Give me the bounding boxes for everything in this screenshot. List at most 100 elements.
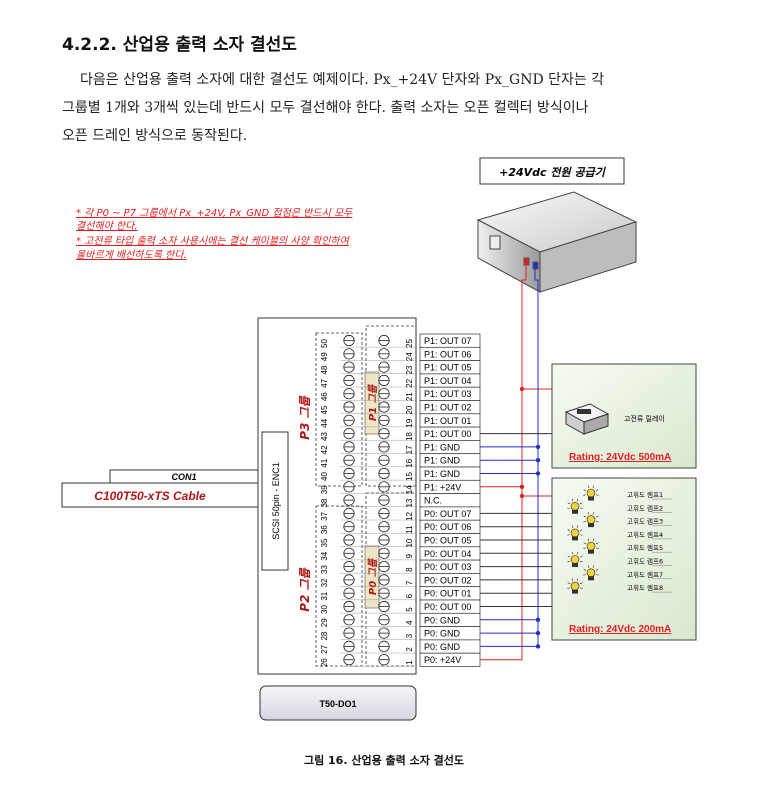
figure-caption: 그림 16. 산업용 출력 소자 결선도 bbox=[303, 754, 465, 767]
pin-number: 7 bbox=[405, 580, 414, 585]
pin-number: 15 bbox=[405, 472, 414, 481]
pin-number: 48 bbox=[320, 365, 329, 374]
signal-label: P1: GND bbox=[424, 469, 461, 479]
pin-number: 41 bbox=[320, 458, 329, 467]
wire-junction bbox=[519, 484, 525, 489]
note-line-3: * 고전류 타입 출력 소자 사용시에는 결선 케이블의 사양 확인하여 bbox=[76, 235, 351, 247]
pin-number: 33 bbox=[320, 565, 329, 574]
signal-label: P0: OUT 02 bbox=[424, 575, 471, 585]
p3-group-label: P3 그룹 bbox=[298, 395, 312, 439]
pin-number: 26 bbox=[320, 658, 329, 667]
note-line-2: 결선해야 한다. bbox=[76, 220, 138, 232]
signal-label: P1: OUT 02 bbox=[424, 403, 471, 413]
signal-label: N.C. bbox=[424, 496, 442, 506]
signal-label: P0: +24V bbox=[424, 655, 461, 665]
power-supply-label: +24Vdc 전원 공급기 bbox=[499, 166, 607, 179]
pin-number: 3 bbox=[405, 633, 414, 638]
relay-icon bbox=[564, 403, 610, 435]
pin-number: 21 bbox=[405, 392, 414, 401]
lamp-icon bbox=[583, 565, 599, 581]
pin-number: 34 bbox=[320, 551, 329, 560]
signal-label: P0: GND bbox=[424, 629, 461, 639]
signal-label: P0: OUT 03 bbox=[424, 562, 471, 572]
wire-junction bbox=[519, 386, 525, 392]
signal-label: P1: GND bbox=[424, 456, 461, 466]
scsi-label: SCSI 50pin - ENC1 bbox=[271, 462, 281, 540]
signal-label: P0: OUT 07 bbox=[424, 509, 471, 519]
pin-number: 49 bbox=[320, 352, 329, 361]
pin-number: 24 bbox=[405, 352, 414, 361]
wire-junction bbox=[535, 444, 541, 450]
intro-paragraph: 다음은 산업용 출력 소자에 대한 결선도 예제이다. Px_+24V 단자와 … bbox=[62, 66, 708, 150]
pin-number: 39 bbox=[320, 485, 329, 494]
pin-number: 28 bbox=[320, 631, 329, 640]
pin-number: 36 bbox=[320, 525, 329, 534]
scsi-connector bbox=[261, 431, 289, 571]
pin-number: 19 bbox=[405, 418, 414, 427]
paragraph-line-3: 오픈 드레인 방식으로 동작된다. bbox=[62, 128, 248, 144]
pin-number: 17 bbox=[405, 445, 414, 454]
signal-label: P1: +24V bbox=[424, 482, 461, 492]
lamp-label: 고휘도 램프7 bbox=[627, 570, 663, 579]
p2-group-label: P2 그룹 bbox=[298, 567, 312, 611]
lamp-label: 고휘도 램프2 bbox=[627, 503, 663, 512]
pin-number: 9 bbox=[405, 554, 414, 559]
note-line-1: * 각 P0 ~ P7 그룹에서 Px_+24V, Px_GND 접점은 반드시… bbox=[76, 207, 353, 219]
pin-number: 14 bbox=[405, 485, 414, 494]
signal-label: P1: GND bbox=[424, 442, 461, 452]
pin-number: 43 bbox=[320, 432, 329, 441]
pin-number: 5 bbox=[405, 607, 414, 612]
pin-number: 38 bbox=[320, 498, 329, 507]
pin-number: 20 bbox=[405, 405, 414, 414]
pin-number: 30 bbox=[320, 605, 329, 614]
pin-number: 40 bbox=[320, 472, 329, 481]
pin-number: 22 bbox=[405, 378, 414, 387]
pin-number: 31 bbox=[320, 591, 329, 600]
pin-number: 2 bbox=[405, 647, 414, 652]
board-box bbox=[259, 685, 417, 721]
cable-box bbox=[61, 482, 259, 508]
signal-label: P1: OUT 01 bbox=[424, 416, 471, 426]
signal-label: P0: OUT 00 bbox=[424, 602, 471, 612]
p1-group-label: P1 그룹 bbox=[367, 384, 379, 421]
pin-number: 46 bbox=[320, 392, 329, 401]
p3-group-frame bbox=[315, 332, 363, 487]
pin-number: 12 bbox=[405, 511, 414, 520]
paragraph-line-1: 다음은 산업용 출력 소자에 대한 결선도 예제이다. Px_+24V 단자와 … bbox=[80, 72, 605, 88]
signal-label: P1: OUT 07 bbox=[424, 336, 471, 346]
plus-terminal-icon bbox=[523, 257, 530, 266]
lamp-label: 고휘도 램프6 bbox=[627, 557, 663, 566]
cable-label: C100T50-xTS Cable bbox=[94, 489, 206, 503]
pin-number: 13 bbox=[405, 498, 414, 507]
pin-number: 50 bbox=[320, 339, 329, 348]
p0-group-label: P0 그룹 bbox=[367, 558, 379, 595]
wire-junction bbox=[519, 493, 525, 499]
pin-number: 10 bbox=[405, 538, 414, 547]
pin-number: 1 bbox=[405, 660, 414, 665]
signal-label: P0: GND bbox=[424, 615, 461, 625]
wire-junction bbox=[535, 617, 541, 622]
signal-label: P1: OUT 03 bbox=[424, 389, 471, 399]
wire-junction bbox=[535, 458, 541, 463]
lamp-label: 고휘도 램프1 bbox=[627, 490, 663, 499]
pin-number: 42 bbox=[320, 445, 329, 454]
lamp-label: 고휘도 램프8 bbox=[627, 583, 663, 592]
pin-number: 45 bbox=[320, 405, 329, 414]
paragraph-line-2: 그룹별 1개와 3개씩 있는데 반드시 모두 결선해야 한다. 출력 소자는 오… bbox=[62, 100, 589, 116]
board-label: T50-DO1 bbox=[319, 699, 356, 709]
power-supply-label-box bbox=[479, 157, 625, 185]
pin-number: 23 bbox=[405, 365, 414, 374]
pin-number: 11 bbox=[405, 525, 414, 534]
note-line-4: 올바르게 배선하도록 한다. bbox=[76, 249, 187, 261]
con1-label: CON1 bbox=[171, 472, 196, 482]
lamp-icon bbox=[567, 525, 583, 541]
pin-number: 29 bbox=[320, 618, 329, 627]
lamp-icon bbox=[567, 498, 583, 514]
signal-label: P1: OUT 04 bbox=[424, 376, 471, 386]
lamp-icon bbox=[583, 538, 599, 554]
p2-group-frame bbox=[315, 505, 363, 667]
pin-number: 47 bbox=[320, 378, 329, 387]
pin-number: 25 bbox=[405, 339, 414, 348]
pin-number: 35 bbox=[320, 538, 329, 547]
